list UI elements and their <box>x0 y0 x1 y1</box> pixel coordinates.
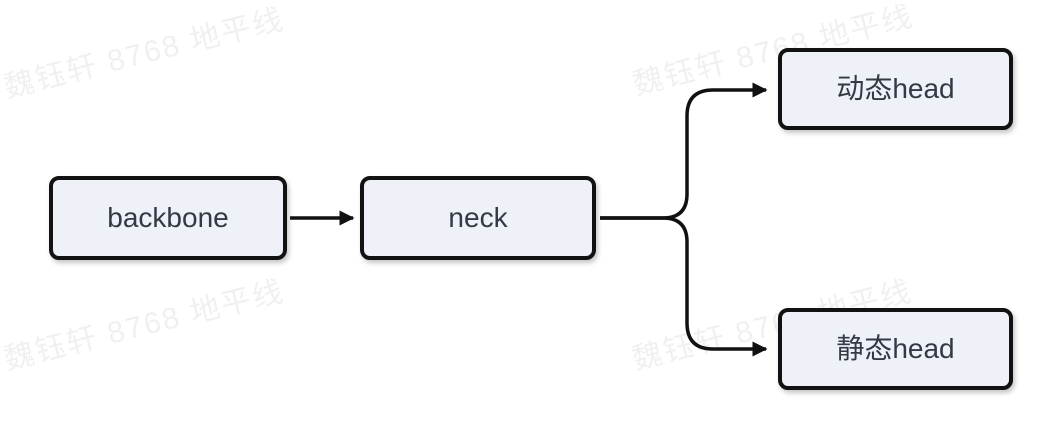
node-backbone: backbone <box>49 176 287 260</box>
node-neck: neck <box>360 176 596 260</box>
node-static-head-label: 静态head <box>836 333 955 364</box>
edge-neck-to-static-head <box>600 216 768 357</box>
watermark-text: 魏钰轩 8768 地平线 <box>0 2 288 105</box>
node-neck-label: neck <box>448 202 508 233</box>
node-dynamic-head: 动态head <box>778 48 1013 130</box>
node-dynamic-head-label: 动态head <box>836 73 955 104</box>
node-backbone-label: backbone <box>107 202 229 233</box>
edge-neck-to-dynamic-head <box>600 82 768 220</box>
watermark-text: 魏钰轩 8768 地平线 <box>0 274 288 377</box>
node-static-head: 静态head <box>778 308 1013 390</box>
